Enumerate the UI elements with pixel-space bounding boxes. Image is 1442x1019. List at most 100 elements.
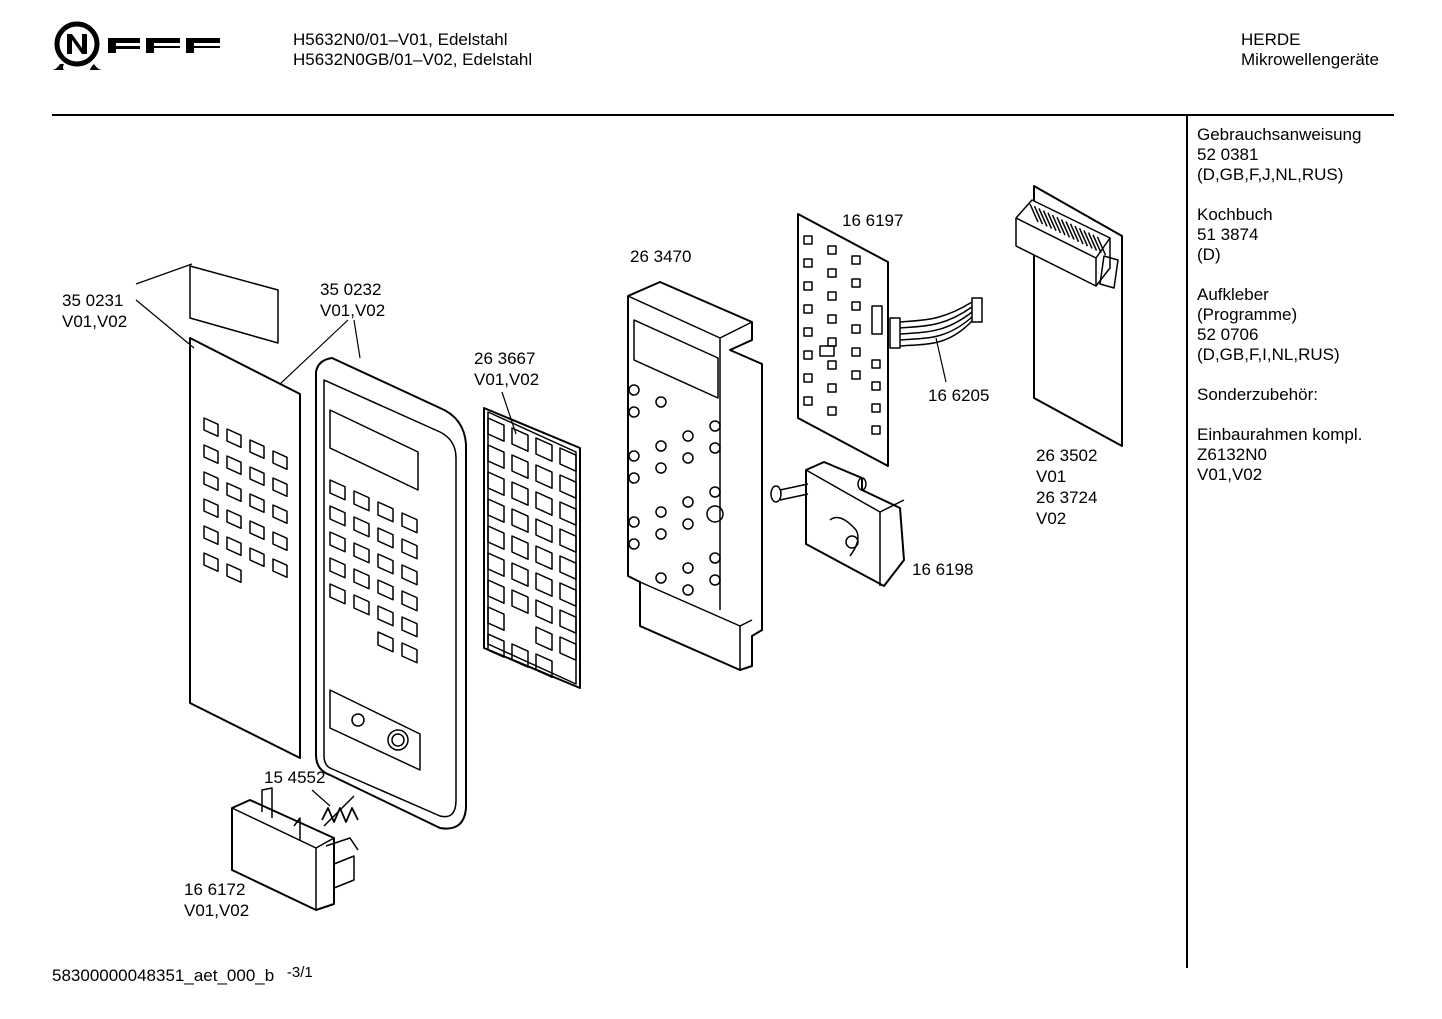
part-number-alt: 26 3724 — [1036, 488, 1098, 507]
part-door-latch-166198 — [770, 461, 905, 587]
mat-key — [511, 481, 529, 506]
document-footer: 58300000048351_aet_000_b -3/1 — [52, 964, 313, 986]
mat-key — [511, 562, 529, 587]
mat-key — [559, 447, 577, 472]
board-chip — [871, 381, 881, 391]
connector-pin — [1092, 234, 1102, 254]
mat-key — [535, 491, 553, 516]
foil-key — [203, 471, 219, 492]
mat-key — [535, 464, 553, 489]
part-number: 16 6205 — [928, 386, 990, 405]
part-release-button-166172 — [231, 787, 359, 911]
panel-key — [377, 527, 394, 549]
connector-pin — [1083, 230, 1093, 249]
label-263667: 26 3667 V01,V02 — [474, 348, 539, 390]
frame-hole — [682, 562, 694, 574]
mat-key — [487, 633, 505, 658]
part-variant: V01,V02 — [184, 901, 250, 920]
foil-key — [226, 482, 242, 503]
panel-key — [353, 542, 370, 564]
panel-key — [329, 479, 346, 501]
board-chip — [851, 278, 861, 288]
part-number: 26 3667 — [474, 349, 536, 368]
frame-hole — [655, 440, 667, 452]
model-list: H5632N0/01–V01, Edelstahl H5632N0GB/01–V… — [293, 30, 532, 70]
foil-key — [226, 455, 242, 476]
connector-pin — [1065, 221, 1075, 240]
model-line-2: H5632N0GB/01–V02, Edelstahl — [293, 50, 533, 69]
mat-key — [487, 444, 505, 469]
board-chip — [803, 235, 813, 245]
part-variant: V01,V02 — [474, 370, 540, 389]
panel-key — [353, 490, 370, 512]
mat-key — [487, 606, 505, 631]
connector-pin — [1087, 232, 1098, 251]
board-chip — [827, 360, 837, 370]
board-chip — [827, 291, 837, 301]
connector-pin — [1074, 225, 1084, 245]
frame-hole — [628, 384, 640, 396]
frame-hole — [628, 472, 640, 484]
foil-key — [272, 504, 288, 525]
mat-key — [559, 474, 577, 499]
model-line-1: H5632N0/01–V01, Edelstahl — [293, 30, 508, 49]
panel-key — [329, 505, 346, 527]
mat-key — [487, 417, 505, 442]
neff-logo — [50, 20, 220, 74]
frame-hole — [628, 538, 640, 550]
foil-key — [272, 531, 288, 552]
part-variant: V01 — [1036, 467, 1067, 486]
mat-key — [535, 653, 553, 678]
sidebar-text: V01,V02 — [1197, 465, 1263, 484]
mat-key — [559, 528, 577, 553]
mat-key — [511, 643, 529, 668]
mat-key — [511, 454, 529, 479]
sidebar-text: Kochbuch — [1197, 205, 1273, 224]
part-spring-154552 — [321, 795, 359, 827]
panel-key — [377, 501, 394, 523]
foil-key — [272, 558, 288, 579]
connector-pin — [1096, 236, 1107, 256]
part-number: 16 6197 — [842, 211, 904, 230]
frame-hole — [628, 406, 640, 418]
sidebar-text: (D,GB,F,J,NL,RUS) — [1197, 165, 1344, 184]
panel-key — [401, 512, 418, 534]
frame-hole — [655, 462, 667, 474]
connector-pin — [1038, 208, 1048, 227]
accessory-sidebar: Gebrauchsanweisung 52 0381 (D,GB,F,J,NL,… — [1197, 125, 1362, 505]
mat-key — [487, 552, 505, 577]
panel-key — [401, 564, 418, 586]
label-263502: 26 3502 V01 26 3724 V02 — [1036, 445, 1097, 529]
mat-key — [535, 572, 553, 597]
mat-key — [487, 498, 505, 523]
sidebar-text: 52 0381 — [1197, 145, 1259, 164]
frame-hole — [709, 442, 721, 454]
foil-key — [226, 563, 242, 584]
connector-pin — [1047, 212, 1057, 232]
panel-key — [353, 568, 370, 590]
board-chip — [803, 396, 813, 406]
foil-key — [272, 477, 288, 498]
sidebar-text: (D,GB,F,I,NL,RUS) — [1197, 345, 1340, 364]
connector-pin — [1078, 227, 1089, 247]
board-chip — [827, 406, 837, 416]
board-chip — [803, 281, 813, 291]
sidebar-text: (Programme) — [1197, 305, 1298, 324]
panel-key — [377, 553, 394, 575]
board-chip — [871, 403, 881, 413]
panel-key — [377, 605, 394, 627]
connector-pin — [1051, 214, 1062, 234]
part-control-panel-350232 — [315, 357, 467, 830]
board-chip — [851, 324, 861, 334]
sidebar-group-cookbook: Kochbuch 51 3874 (D) — [1197, 205, 1362, 265]
mat-key — [535, 599, 553, 624]
board-chip — [803, 258, 813, 268]
label-166172: 16 6172 V01,V02 — [184, 879, 249, 921]
mat-key — [511, 427, 529, 452]
connector-pin — [1033, 205, 1044, 225]
foil-key — [249, 466, 265, 487]
sidebar-text: Z6132N0 — [1197, 445, 1267, 464]
frame-hole — [682, 584, 694, 596]
frame-hole — [682, 496, 694, 508]
header-divider — [52, 114, 1394, 116]
